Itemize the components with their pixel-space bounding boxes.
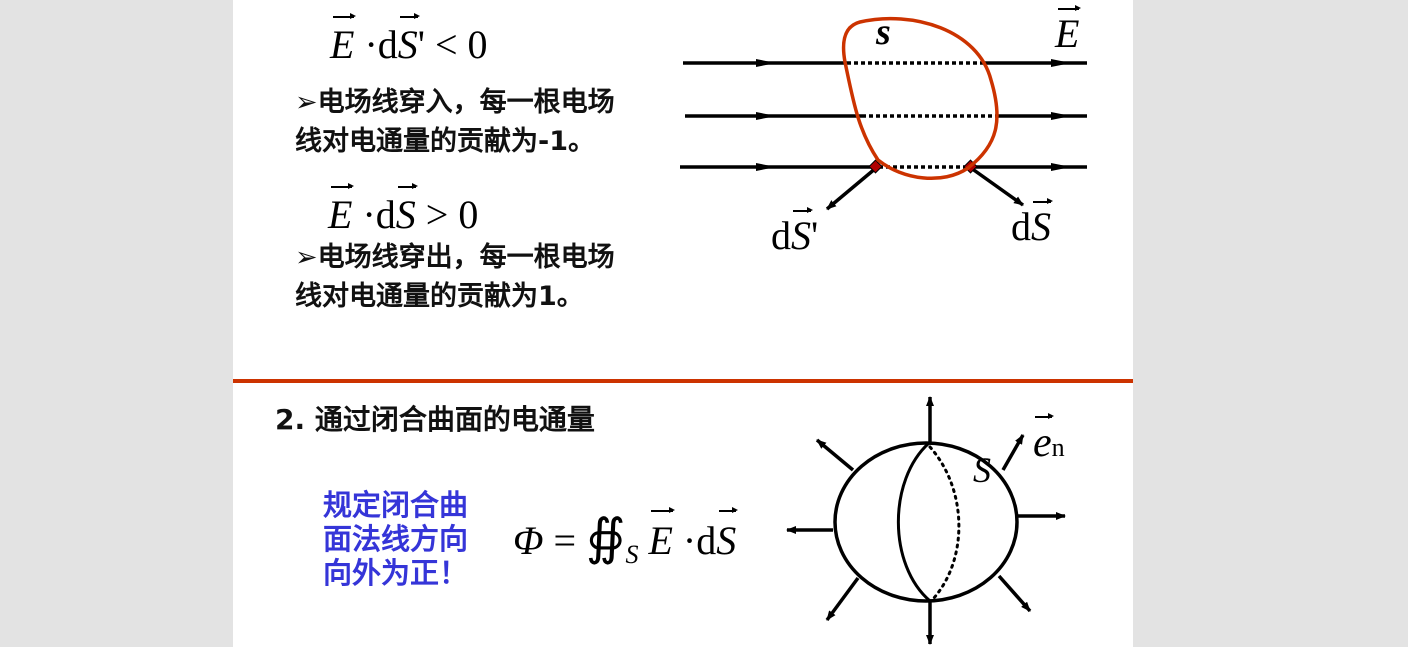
vector-E: E	[328, 183, 355, 240]
vector-E: E	[648, 507, 676, 568]
vector-S: S	[716, 507, 739, 568]
vector-e: e	[1033, 413, 1054, 466]
sphere-outline	[833, 441, 1019, 603]
outward-normal-note: 规定闭合曲 面法线方向 向外为正！	[323, 488, 468, 590]
normal-subscript: n	[1051, 433, 1065, 462]
text-flux-in-line2: 线对电通量的贡献为-1。	[295, 126, 595, 157]
closed-surface-diagram	[786, 396, 1066, 645]
closed-surface-outline	[841, 16, 999, 180]
differential-d: d	[375, 192, 396, 237]
normal-arrows	[786, 396, 1066, 645]
vector-S: S	[398, 13, 420, 70]
unit-normal-label: en	[1033, 413, 1065, 471]
sphere-surface-label: S	[973, 450, 991, 490]
vector-E: E	[1055, 5, 1082, 56]
vector-S: S	[1031, 198, 1053, 249]
slide: E ·dS' < 0 ➢电场线穿入，每一根电场 线对电通量的贡献为-1。 E ·…	[233, 0, 1133, 647]
vector-S: S	[396, 183, 418, 240]
differential-d: d	[696, 518, 717, 563]
prime-mark: '	[417, 22, 425, 67]
sphere-meridian-front	[896, 441, 931, 603]
field-lines-diagram	[680, 16, 1087, 211]
surface-element-marker	[868, 159, 883, 174]
note-line: 规定闭合曲	[323, 488, 469, 522]
phi-symbol: Φ	[513, 518, 544, 563]
sphere-meridian-back	[928, 445, 961, 601]
differential-d: d	[377, 22, 398, 67]
dot-operator: ·	[364, 22, 378, 67]
text-flux-out-line2: 线对电通量的贡献为1。	[295, 281, 584, 312]
closed-surface-flux-formula: Φ = ∯S E ·dS	[513, 507, 739, 582]
field-label-E: E	[1055, 5, 1082, 56]
vector-S: S	[791, 207, 813, 258]
normal-ds-arrow	[969, 166, 1025, 207]
integral-subscript: S	[625, 540, 639, 569]
surface-label-s: s	[876, 11, 891, 53]
vector-E: E	[330, 13, 357, 70]
prime-mark: '	[811, 213, 819, 258]
dot-operator: ·	[682, 518, 697, 563]
section-heading: 2. 通过闭合曲面的电通量	[275, 403, 595, 436]
relation: > 0	[425, 192, 479, 237]
closed-surface-integral-icon: ∯	[586, 508, 626, 566]
ds-prime-label: dS'	[771, 207, 819, 258]
differential-d: d	[1011, 204, 1031, 249]
dot-operator: ·	[362, 192, 376, 237]
normal-ds-prime-arrow	[825, 166, 878, 211]
differential-d: d	[771, 213, 791, 258]
text-flux-in-line1: ➢电场线穿入，每一根电场	[295, 87, 615, 118]
text-flux-out-line1: ➢电场线穿出，每一根电场	[295, 242, 615, 273]
field-arrowheads	[756, 59, 1071, 171]
ds-label: dS	[1011, 198, 1053, 249]
equals-sign: =	[553, 518, 577, 563]
note-line: 向外为正！	[323, 556, 469, 590]
note-line: 面法线方向	[323, 522, 469, 556]
formula-flux-in: E ·dS' < 0	[330, 13, 488, 70]
hidden-field-line	[847, 61, 997, 169]
relation: < 0	[434, 22, 488, 67]
section-divider	[233, 379, 1133, 383]
formula-flux-out: E ·dS > 0	[328, 183, 479, 240]
